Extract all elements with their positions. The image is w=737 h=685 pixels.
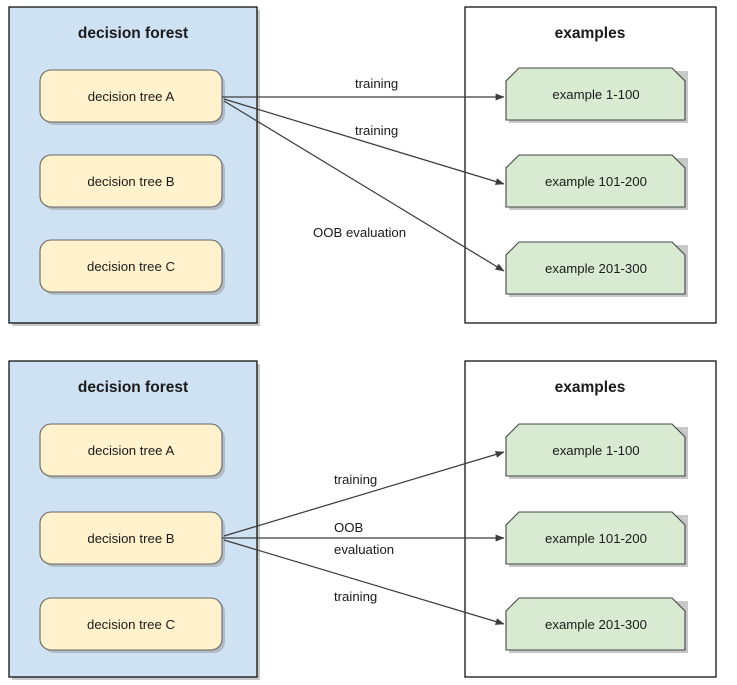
example-node-3[interactable]: example 201-300 bbox=[505, 241, 688, 297]
tree-node-a-bottom-label: decision tree A bbox=[88, 443, 175, 458]
forest-panel-top: decision forest decision tree A decision… bbox=[8, 6, 260, 326]
example-node-1-bottom-label: example 1-100 bbox=[552, 443, 639, 458]
example-node-2[interactable]: example 101-200 bbox=[505, 154, 688, 210]
edge-label-tree-a-to-example-3: OOB evaluation bbox=[313, 225, 406, 240]
edge-label-tree-b-to-example-2-line2: evaluation bbox=[334, 542, 394, 557]
edge-label-tree-a-to-example-2: training bbox=[355, 123, 398, 138]
examples-panel-title: examples bbox=[555, 25, 626, 42]
edge-tree-b-to-example-1 bbox=[223, 451, 505, 537]
example-node-2-bottom[interactable]: example 101-200 bbox=[505, 511, 688, 567]
edge-label-tree-b-to-example-3: training bbox=[334, 589, 377, 604]
examples-panel-top: examples example 1-100 example 101-200 e… bbox=[464, 6, 717, 324]
edge-label-tree-b-to-example-2-line1: OOB bbox=[334, 520, 364, 535]
edges-top: training training OOB evaluation bbox=[222, 76, 505, 272]
example-node-1-bottom[interactable]: example 1-100 bbox=[505, 423, 688, 479]
example-node-2-label: example 101-200 bbox=[545, 174, 647, 189]
tree-node-a-bottom[interactable]: decision tree A bbox=[39, 423, 225, 479]
forest-panel-title-bottom: decision forest bbox=[78, 379, 188, 396]
example-node-1[interactable]: example 1-100 bbox=[505, 67, 688, 123]
tree-node-a[interactable]: decision tree A bbox=[39, 69, 225, 125]
edge-tree-a-to-example-2 bbox=[223, 98, 505, 185]
diagram-top: decision forest decision tree A decision… bbox=[8, 6, 717, 326]
tree-node-a-label: decision tree A bbox=[88, 89, 175, 104]
example-node-3-label: example 201-300 bbox=[545, 261, 647, 276]
tree-node-c-bottom-label: decision tree C bbox=[87, 617, 175, 632]
edge-tree-b-to-example-3 bbox=[223, 539, 505, 625]
forest-panel-title: decision forest bbox=[78, 25, 188, 42]
tree-node-b[interactable]: decision tree B bbox=[39, 154, 225, 210]
tree-node-c-label: decision tree C bbox=[87, 259, 175, 274]
edge-tree-a-to-example-3 bbox=[223, 100, 505, 272]
tree-node-b-bottom[interactable]: decision tree B bbox=[39, 511, 225, 567]
tree-node-c-bottom[interactable]: decision tree C bbox=[39, 597, 225, 653]
tree-node-b-bottom-label: decision tree B bbox=[87, 531, 174, 546]
forest-panel-bottom: decision forest decision tree A decision… bbox=[8, 360, 260, 680]
example-node-1-label: example 1-100 bbox=[552, 87, 639, 102]
edge-label-tree-b-to-example-1: training bbox=[334, 472, 377, 487]
tree-node-c[interactable]: decision tree C bbox=[39, 239, 225, 295]
edges-bottom: training OOB evaluation training bbox=[222, 451, 505, 625]
edge-label-tree-a-to-example-1: training bbox=[355, 76, 398, 91]
diagram-bottom: decision forest decision tree A decision… bbox=[8, 360, 717, 680]
example-node-2-bottom-label: example 101-200 bbox=[545, 531, 647, 546]
example-node-3-bottom[interactable]: example 201-300 bbox=[505, 597, 688, 653]
tree-node-b-label: decision tree B bbox=[87, 174, 174, 189]
examples-panel-title-bottom: examples bbox=[555, 379, 626, 396]
examples-panel-bottom: examples example 1-100 example 101-200 e… bbox=[464, 360, 717, 678]
example-node-3-bottom-label: example 201-300 bbox=[545, 617, 647, 632]
